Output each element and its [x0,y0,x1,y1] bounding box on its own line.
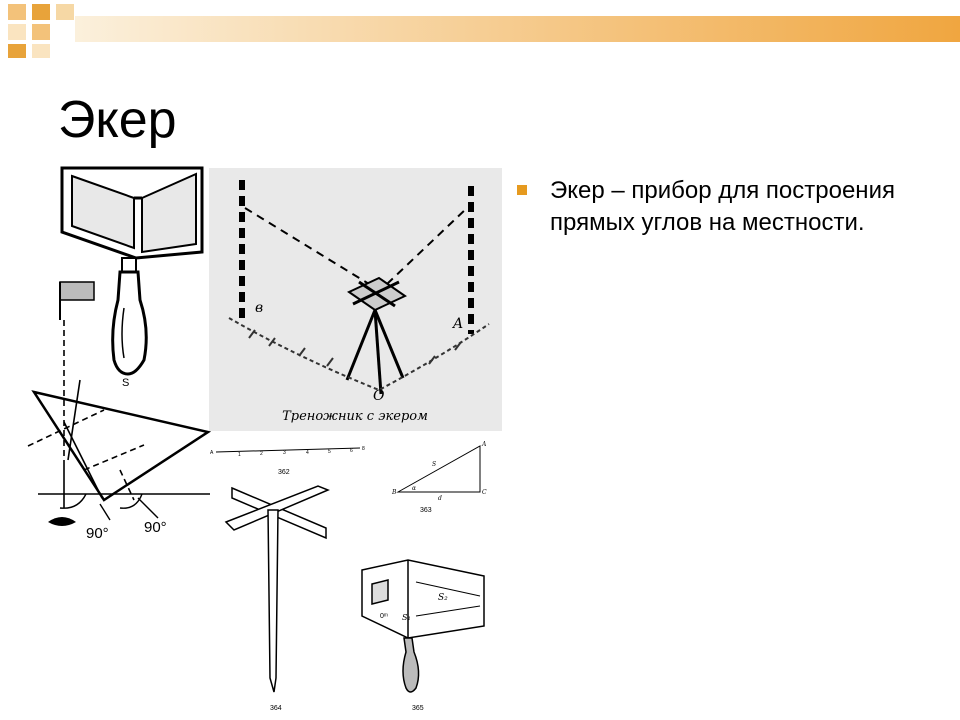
figure-364: 364 [218,478,348,714]
tripod-label-a: A [451,316,463,332]
fig362-tick: 1 [238,452,241,458]
fig363-label-alpha: α [412,485,416,492]
fig365-label-s1: S₁ [402,613,411,622]
prism-angle-2: 90° [144,519,167,536]
fig365-label-o: 0ᵐ [380,613,388,620]
fig363-label-a: A [481,441,487,448]
prism-label-s: S [122,377,129,389]
bullet-text: Экер – прибор для построения прямых угло… [550,177,895,236]
figure-365: S₂ S₁ 0ᵐ 365 [356,556,496,714]
tripod-caption: Треножник с экером [282,409,428,424]
fig364-number: 364 [270,705,282,712]
fig362-tick: 3 [283,450,286,456]
fig363-label-b: B [391,489,397,496]
fig363-label-d: d [438,495,442,502]
fig362-tick: 5 [328,449,331,455]
fig365-label-s2: S₂ [438,593,448,603]
fig363-number: 363 [420,507,432,514]
fig363-label-s: S [432,461,436,468]
header-decoration [0,0,960,60]
fig362-left-label: A [210,450,214,456]
tripod-label-o: O [373,388,385,404]
fig362-tick: 2 [260,451,263,457]
tripod-label-b: в [255,300,263,316]
prism-eker-figure: S 90° 90° [24,160,214,550]
fig362-tick: 4 [306,450,309,456]
page-title: Экер [58,91,177,149]
figure-363: B A C S d α 363 [388,438,498,518]
figure-362: A 1 2 3 4 5 6 8 362 [210,440,370,480]
fig365-number: 365 [412,705,424,712]
bullet-square-icon [517,185,527,195]
tripod-figure: в A O Треножник с экером [209,168,502,431]
fig362-right-label: 8 [362,446,365,452]
fig363-label-c: C [482,489,487,496]
fig362-tick: 6 [350,448,353,454]
fig362-number: 362 [278,469,290,476]
prism-angle-1: 90° [86,525,109,542]
